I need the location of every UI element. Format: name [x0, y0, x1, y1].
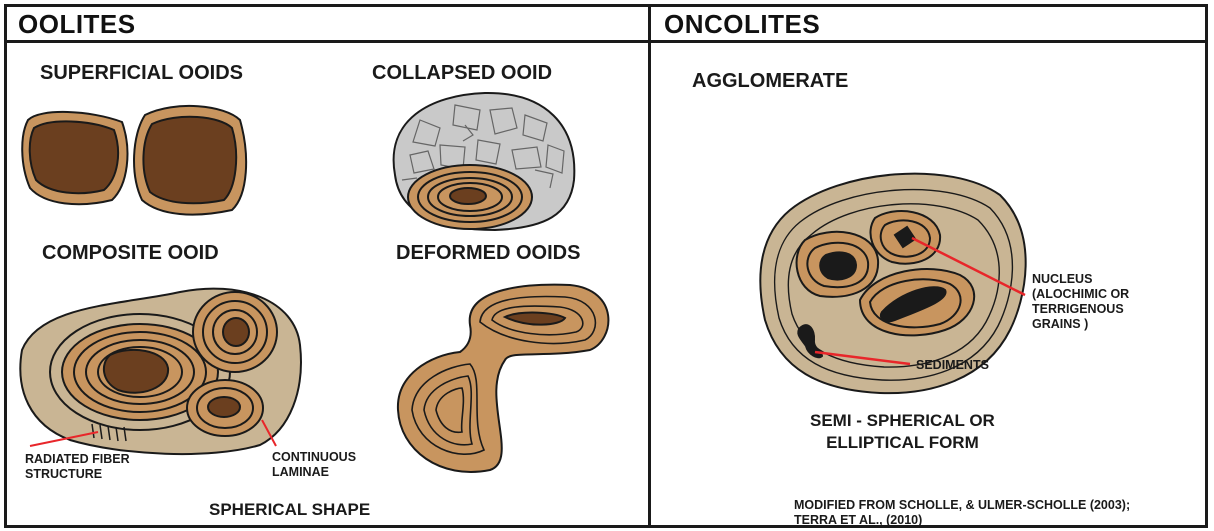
composite-ooid	[20, 289, 301, 454]
sediments-label: SEDIMENTS	[916, 358, 989, 373]
collapsed-ooid-label: COLLAPSED OOID	[372, 62, 552, 85]
superficial-ooids-label: SUPERFICIAL OOIDS	[40, 62, 243, 85]
superficial-ooid-left	[22, 112, 127, 204]
agglomerate-label: AGGLOMERATE	[692, 70, 848, 93]
superficial-ooid-right	[134, 106, 246, 215]
spherical-shape-label: SPHERICAL SHAPE	[209, 499, 370, 521]
oolites-title: OOLITES	[18, 9, 136, 40]
deformed-ooids	[398, 285, 608, 472]
credit-label: MODIFIED FROM SCHOLLE, & ULMER-SCHOLLE (…	[794, 498, 1130, 528]
collapsed-ooid	[394, 93, 575, 230]
deformed-ooids-label: DEFORMED OOIDS	[396, 242, 580, 265]
composite-ooid-label: COMPOSITE OOID	[42, 242, 219, 265]
oncolites-title: ONCOLITES	[664, 9, 820, 40]
